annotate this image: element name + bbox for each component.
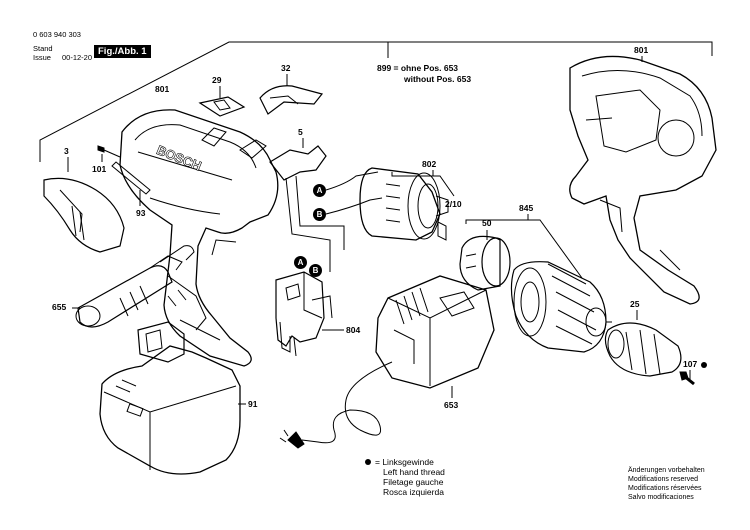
label-801-right: 801	[634, 45, 649, 55]
label-93: 93	[136, 208, 146, 218]
label-101: 101	[92, 164, 107, 174]
note-899-line1: 899 = ohne Pos. 653	[377, 63, 459, 73]
legend-line4: Rosca izquierda	[383, 487, 444, 497]
part-number: 0 603 940 303	[33, 30, 81, 39]
label-802: 802	[422, 159, 437, 169]
figure-label: Fig./Abb. 1	[94, 45, 151, 58]
note-899-line2: without Pos. 653	[404, 74, 472, 84]
label-32: 32	[281, 63, 291, 73]
gearbox-845	[510, 261, 612, 353]
footer-line3: Modifications réservées	[628, 485, 702, 492]
charger-653	[279, 275, 495, 449]
label-107: 107	[683, 359, 698, 369]
footer-line2: Modifications reserved	[628, 476, 699, 483]
motor-802	[359, 167, 449, 241]
label-845: 845	[519, 203, 534, 213]
housing-801-right	[569, 55, 717, 305]
legend-line2: Left hand thread	[383, 467, 445, 477]
issue-date: 00-12-20	[62, 53, 93, 62]
connector-a-switch: A	[294, 256, 307, 269]
chuck-25	[604, 322, 682, 377]
label-655: 655	[52, 302, 67, 312]
label-804: 804	[346, 325, 361, 335]
legend-line1: = Linksgewinde	[375, 457, 434, 467]
connector-a-motor: A	[313, 184, 326, 197]
footer-line1: Änderungen vorbehalten	[628, 467, 705, 474]
switch-804	[275, 271, 333, 357]
label-5: 5	[298, 127, 303, 137]
connector-b-switch: B	[309, 264, 322, 277]
label-801-left: 801	[155, 84, 170, 94]
issue-label: Issue	[33, 53, 51, 62]
label-50: 50	[482, 218, 492, 228]
housing-801-left: BOSCH	[119, 109, 279, 367]
label-29: 29	[212, 75, 222, 85]
label-3: 3	[64, 146, 69, 156]
legend-line3: Filetage gauche	[383, 477, 444, 487]
connector-b-motor: B	[313, 208, 326, 221]
label-91: 91	[248, 399, 258, 409]
stand-label: Stand	[33, 44, 53, 53]
label-25: 25	[630, 299, 640, 309]
svg-text:BOSCH: BOSCH	[154, 142, 203, 173]
side-handle-655	[75, 245, 207, 331]
label-653: 653	[444, 400, 459, 410]
label-2-10: 2/10	[445, 199, 462, 209]
battery-91	[99, 321, 241, 475]
part-50-ring	[459, 235, 511, 291]
footer-line4: Salvo modificaciones	[628, 494, 694, 501]
